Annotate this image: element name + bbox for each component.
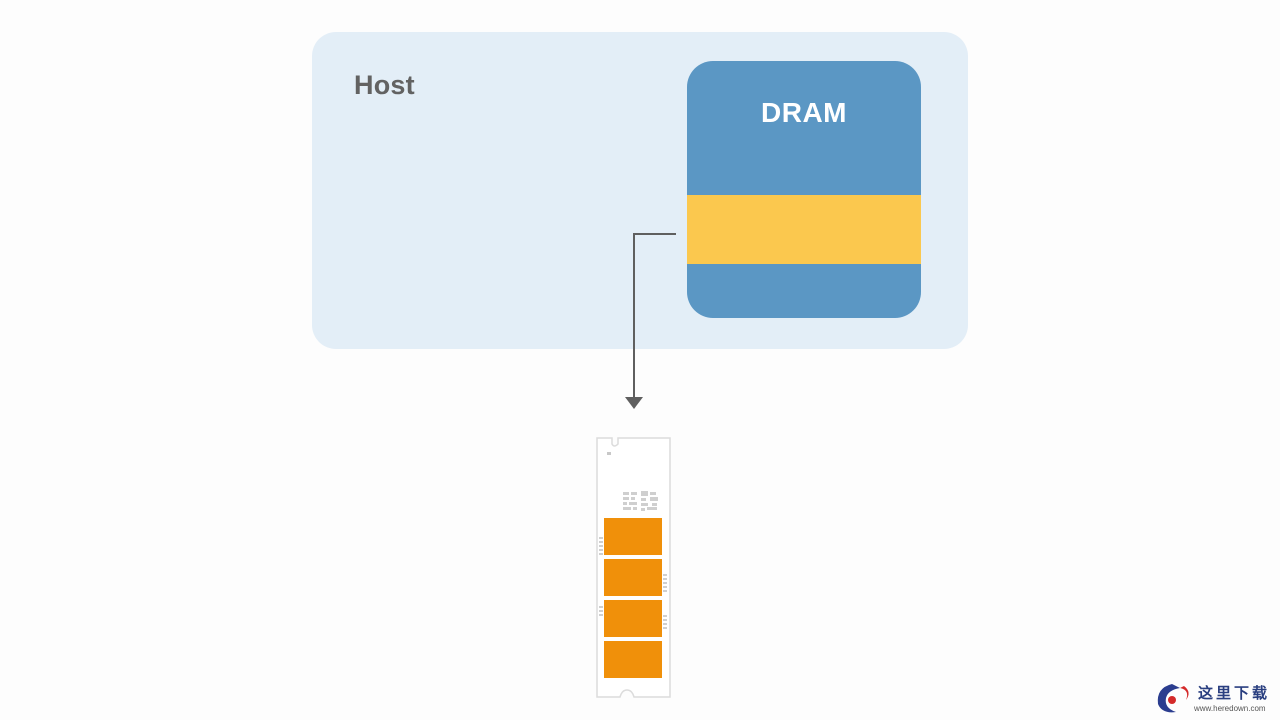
ssd-m2-drive-icon [596, 437, 671, 698]
nand-chip-4 [604, 641, 662, 678]
arrow-down-icon [625, 233, 676, 409]
watermark-logo-icon [1157, 684, 1189, 713]
nand-chip-2 [604, 559, 662, 596]
watermark: 这里下载 www.heredown.com [1150, 678, 1276, 718]
ssd-controller [623, 491, 658, 511]
ssd-passives [599, 537, 667, 629]
watermark-text: 这里下载 [1198, 684, 1271, 702]
nand-chip-1 [604, 518, 662, 555]
nand-chip-3 [604, 600, 662, 637]
host-label: Host [354, 70, 415, 100]
dram-buffer-region [687, 195, 921, 264]
watermark-url: www.heredown.com [1194, 704, 1266, 713]
dram-label: DRAM [761, 97, 847, 128]
dram-block: DRAM [687, 61, 921, 318]
